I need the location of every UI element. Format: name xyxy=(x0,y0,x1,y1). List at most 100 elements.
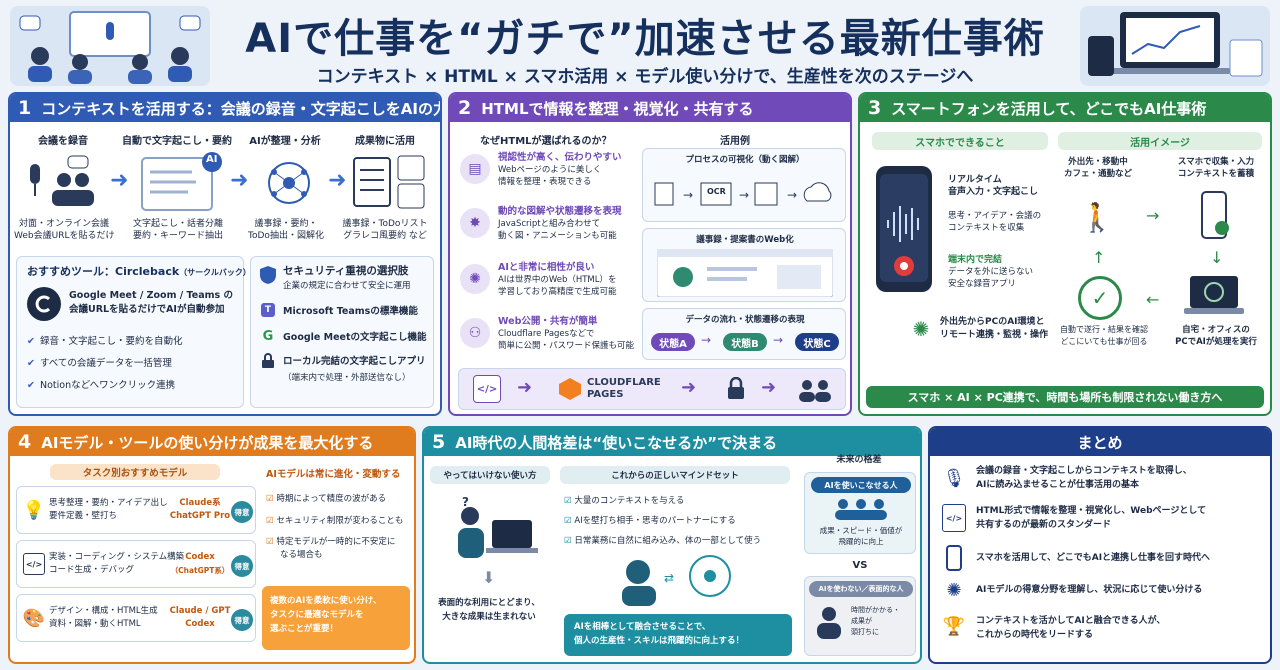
security-options-card: セキュリティ重視の選択肢 企業の規定に合わせて安全に運用 T Microsoft… xyxy=(250,256,434,408)
task-title: タスク別おすすめモデル xyxy=(82,468,188,479)
can-item: リアルタイム音声入力・文字起こし xyxy=(948,175,1039,197)
microphone-people-icon xyxy=(24,154,104,214)
security-item: Microsoft Teamsの標準機能 xyxy=(283,306,418,317)
network-icon: ✺ xyxy=(946,579,962,601)
good-card: AIを使いこなせる人 成果・スピード・価値が飛躍的に向上 xyxy=(804,472,916,554)
phone-input-icon xyxy=(1196,190,1232,242)
good-desc: 成果・スピード・価値が飛躍的に向上 xyxy=(819,526,903,546)
can-item: 思考・アイデア・会議のコンテキストを収集 xyxy=(948,211,1042,233)
evolve-title: AIモデルは常に進化・変動する xyxy=(266,469,401,480)
can-item: データを外に送らない安全な録音アプリ xyxy=(948,267,1034,289)
section-number: 4 xyxy=(18,431,32,453)
svg-text:→: → xyxy=(683,188,693,202)
step-label: 会議を録音 xyxy=(38,136,88,147)
vs-label: VS xyxy=(852,560,868,571)
smartphone-icon xyxy=(944,544,964,572)
check-icon: ☑ xyxy=(564,496,575,506)
step-desc: 文字起こし・話者分離要約・キーワード抽出 xyxy=(132,219,223,241)
web-page-icon xyxy=(657,249,833,297)
meeting-icon xyxy=(19,11,201,84)
lightbulb-icon: 💡 xyxy=(22,499,46,521)
examples-title: 活用例 xyxy=(720,136,750,147)
arrow-right-icon: ➜ xyxy=(517,377,533,398)
section-header: 3 スマートフォンを活用して、どこでもAI仕事術 xyxy=(860,94,1270,122)
section-context: 1 コンテキストを活用する：会議の録音・文字起こしをAIの力に 会議を録音 自動… xyxy=(8,92,442,416)
check-icon: ☑ xyxy=(266,494,277,504)
can-title-bar: スマホでできること xyxy=(872,132,1048,150)
html-document-icon: </> xyxy=(942,504,966,532)
summary-item: HTML形式で情報を整理・視覚化し、Webページとして共有するのが最新のスタンダ… xyxy=(976,506,1207,530)
task-desc: 思考整理・要約・アイデア出し要件定義・壁打ち xyxy=(49,498,168,521)
smartphone-banner: スマホ × AI × PC連携で、時間も場所も制限されない働き方へ xyxy=(866,386,1264,408)
task-card: 🎨 デザイン・構成・HTML生成資料・図解・動くHTML Claude / GP… xyxy=(16,594,256,642)
transcript-document-icon: AI xyxy=(136,152,226,214)
svg-text:→: → xyxy=(787,188,797,202)
dashboard-icon xyxy=(1088,12,1263,77)
microphone-icon: 🎙 xyxy=(942,467,966,489)
summary-item: スマホを活用して、どこでもAIと連携し仕事を回す時代へ xyxy=(976,553,1211,563)
section-title: AI時代の人間格差は“使いこなせるか”で決まる xyxy=(455,433,778,452)
human-ai-fusion-icon: ⇄ xyxy=(612,552,742,606)
evolve-item: ☑ 特定モデルが一時的に不安定になる場合も xyxy=(266,537,396,560)
task-desc: デザイン・構成・HTML生成資料・図解・動くHTML xyxy=(49,606,158,629)
tool-desc: Google Meet / Zoom / Teams の会議URLを貼るだけでA… xyxy=(69,290,233,315)
svg-text:?: ? xyxy=(462,495,469,509)
code-icon: </> xyxy=(473,375,501,403)
ocr-label: OCR xyxy=(707,187,726,196)
lock-icon xyxy=(261,353,275,369)
section-number: 3 xyxy=(868,97,882,119)
use-title: 活用イメージ xyxy=(1130,138,1190,149)
security-desc: 企業の規定に合わせて安全に運用 xyxy=(283,281,411,291)
ai-badge: AI xyxy=(206,154,218,165)
example-title: 議事録・提案書のWeb化 xyxy=(696,235,794,245)
walking-person-icon: 🚶 xyxy=(1079,200,1115,234)
can-title: スマホでできること xyxy=(915,138,1005,149)
svg-text:⇄: ⇄ xyxy=(664,571,674,585)
why-title: なぜHTMLが選ばれるのか？ xyxy=(480,136,612,147)
mind-title-bar: これからの正しいマインドセット xyxy=(560,466,790,484)
check-icon: ☑ xyxy=(266,516,277,526)
section-header: まとめ xyxy=(930,428,1270,456)
lock-icon xyxy=(723,375,749,403)
check-icon: ✔ xyxy=(27,358,35,369)
security-note: （端末内で処理・外部送信なし） xyxy=(283,373,411,383)
check-icon: ☑ xyxy=(266,537,277,547)
section-number: 2 xyxy=(458,97,472,119)
meeting-illustration xyxy=(10,6,210,86)
strong-badge: 得意 xyxy=(231,555,253,577)
section-title: AIモデル・ツールの使い分けが成果を最大化する xyxy=(41,433,374,452)
summary-item: コンテキストを活かしてAIと融合できる人が、これからの時代をリードする xyxy=(976,616,1166,640)
step-label: 成果物に活用 xyxy=(355,136,415,147)
arrow-right-icon: → xyxy=(773,333,784,347)
google-icon: G xyxy=(262,328,274,344)
person-icon xyxy=(815,605,843,641)
bad-title: AIを使わない／表面的な人 xyxy=(809,581,913,597)
mind-item: ☑ 日常業務に自然に組み込み、体の一部として使う xyxy=(564,536,762,546)
banner-text: スマホ × AI × PC連携で、時間も場所も制限されない働き方へ xyxy=(907,391,1223,404)
ai-brain-network-icon xyxy=(254,152,324,214)
example-title: プロセスの可視化（動く図解） xyxy=(685,155,805,165)
section-number: 5 xyxy=(432,431,446,453)
circleback-logo-icon xyxy=(27,287,61,321)
code-icon: </> xyxy=(23,553,45,575)
arrow-right-icon: → xyxy=(701,333,712,347)
share-people-icon: ⚇ xyxy=(460,318,490,348)
dont-result: 表面的な利用にとどまり、大きな成果は生まれない xyxy=(438,598,540,622)
section-header: 4 AIモデル・ツールの使い分けが成果を最大化する xyxy=(10,428,414,456)
laptop-illustration xyxy=(1080,6,1270,86)
arrow-right-icon: ➜ xyxy=(230,168,249,193)
check-circle-icon: ✓ xyxy=(1078,276,1122,320)
section-title: まとめ xyxy=(1077,433,1123,452)
task-card: </> 実装・コーディング・システム構築コード生成・デバッグ Codex（Cha… xyxy=(16,540,256,588)
step-desc: 議事録・ToDoリストグラレコ風要約 など xyxy=(342,219,428,241)
section-header: 5 AI時代の人間格差は“使いこなせるか”で決まる xyxy=(424,428,920,456)
section-number: 1 xyxy=(18,97,32,119)
bad-desc: 時間がかかる・成果が頭打ちに xyxy=(851,606,900,636)
task-title-bar: タスク別おすすめモデル xyxy=(50,464,220,480)
people-icon xyxy=(795,377,835,403)
